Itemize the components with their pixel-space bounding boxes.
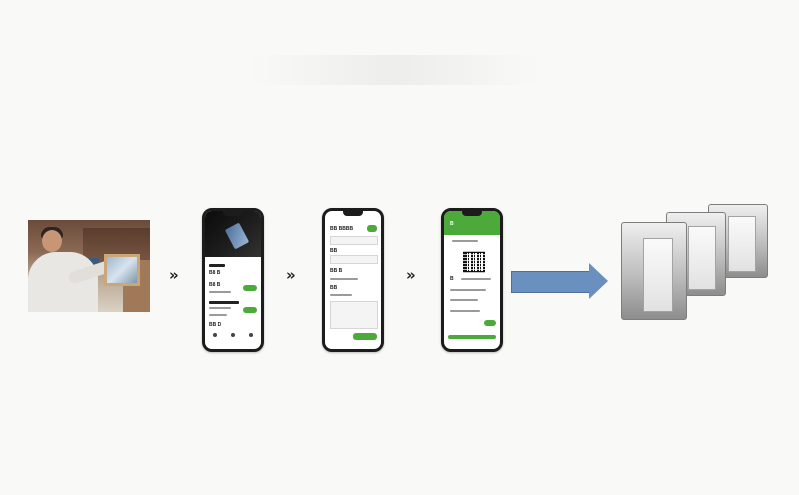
card-icon	[224, 222, 250, 250]
gate-opening-back	[728, 216, 756, 272]
phone-notch	[343, 211, 363, 216]
phone-header: B	[450, 221, 454, 227]
phone-bottom-bar	[448, 335, 496, 339]
phone-line	[330, 294, 352, 296]
phone-label: BB B	[330, 268, 343, 274]
phone-label: B8 B	[209, 270, 221, 276]
continue-button[interactable]	[243, 285, 257, 291]
connector-chevron-1: »	[169, 266, 179, 284]
phone-line	[450, 310, 480, 312]
phone-step-1: B8 B B8 B BB D	[202, 208, 264, 352]
nav-home-icon[interactable]	[213, 333, 217, 337]
phone-label: BB	[330, 285, 338, 291]
phone-line	[209, 291, 231, 293]
phone-notch	[462, 211, 482, 216]
phone-label: B	[450, 276, 454, 282]
connector-chevron-3: »	[406, 266, 416, 284]
gate-opening-front	[643, 238, 673, 312]
phone-step-2: BB BBBB BB BB B BB	[322, 208, 384, 352]
right-arrow-head	[589, 263, 608, 299]
nav-profile-icon[interactable]	[249, 333, 253, 337]
faded-title-area	[250, 55, 540, 85]
phone-header: BB BBBB	[330, 226, 354, 232]
phone-notch	[223, 211, 243, 216]
nav-ticket-icon[interactable]	[231, 333, 235, 337]
phone-line	[450, 289, 486, 291]
next-button[interactable]	[243, 307, 257, 313]
phone-green-header: B	[444, 211, 500, 235]
connector-chevron-2: »	[286, 266, 296, 284]
input-field[interactable]	[330, 236, 378, 245]
qr-code-pattern	[463, 251, 485, 273]
phone-line	[452, 240, 478, 242]
phone-step-3: B B	[441, 208, 503, 352]
phone-line	[450, 299, 478, 301]
phone-label: BB D	[209, 322, 222, 328]
tablet-icon	[104, 254, 140, 286]
ticket-action-button[interactable]	[484, 320, 496, 326]
menu-button[interactable]	[367, 225, 377, 232]
phone-line	[209, 301, 239, 304]
person-with-tablet-photo	[28, 220, 150, 312]
phone-line	[209, 264, 225, 267]
text-area[interactable]	[330, 301, 378, 329]
input-field[interactable]	[330, 255, 378, 264]
person-head	[42, 230, 62, 252]
phone-line	[209, 307, 231, 309]
submit-button[interactable]	[353, 333, 377, 340]
person-body	[28, 252, 98, 312]
phone-label: B8 B	[209, 282, 221, 288]
gate-opening-middle	[688, 226, 716, 290]
phone-hero-image	[205, 211, 261, 257]
right-arrow-icon	[511, 271, 591, 293]
phone-label: BB	[330, 248, 338, 254]
phone-line	[461, 278, 491, 280]
phone-line	[330, 278, 358, 280]
phone-line	[209, 314, 227, 316]
